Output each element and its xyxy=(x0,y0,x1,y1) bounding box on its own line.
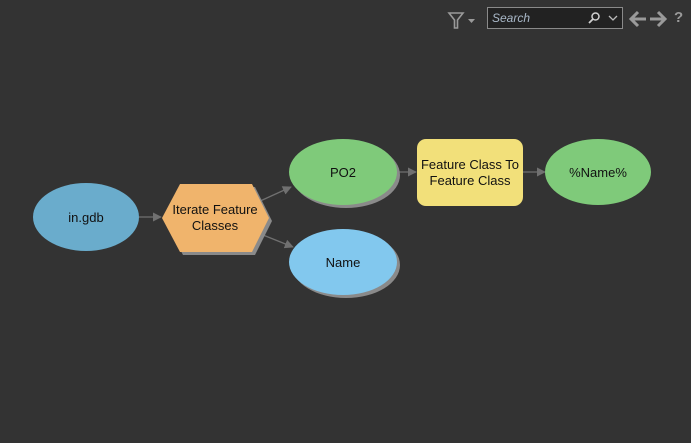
node-po2[interactable]: PO2 xyxy=(289,139,400,208)
toolbar xyxy=(446,8,476,31)
search-input[interactable] xyxy=(492,10,584,26)
connector-iterate-po2 xyxy=(257,186,292,203)
node-label: %Name% xyxy=(569,165,627,180)
node-iterate-feature-classes[interactable]: Iterate Feature Classes xyxy=(162,184,272,255)
search-box[interactable] xyxy=(487,7,623,29)
arrow-left-icon[interactable] xyxy=(628,9,648,29)
filter-button[interactable] xyxy=(446,8,476,31)
node-label: Feature Class xyxy=(430,173,511,188)
node-label: Iterate Feature xyxy=(172,202,257,217)
node-label: Classes xyxy=(192,218,239,233)
node-label: Feature Class To xyxy=(421,157,519,172)
node-in-gdb[interactable]: in.gdb xyxy=(33,183,139,251)
arrow-right-icon[interactable] xyxy=(648,9,668,29)
help-button[interactable]: ? xyxy=(674,9,684,26)
chevron-down-icon[interactable] xyxy=(606,10,620,26)
node-label: Name xyxy=(326,255,361,270)
search-icon[interactable] xyxy=(586,10,602,26)
node-label: in.gdb xyxy=(68,210,103,225)
filter-icon xyxy=(447,11,475,29)
node-label: PO2 xyxy=(330,165,356,180)
node-name-output[interactable]: %Name% xyxy=(545,139,651,205)
node-name[interactable]: Name xyxy=(289,229,400,298)
node-feature-class-to-feature-class[interactable]: Feature Class To Feature Class xyxy=(417,139,523,206)
